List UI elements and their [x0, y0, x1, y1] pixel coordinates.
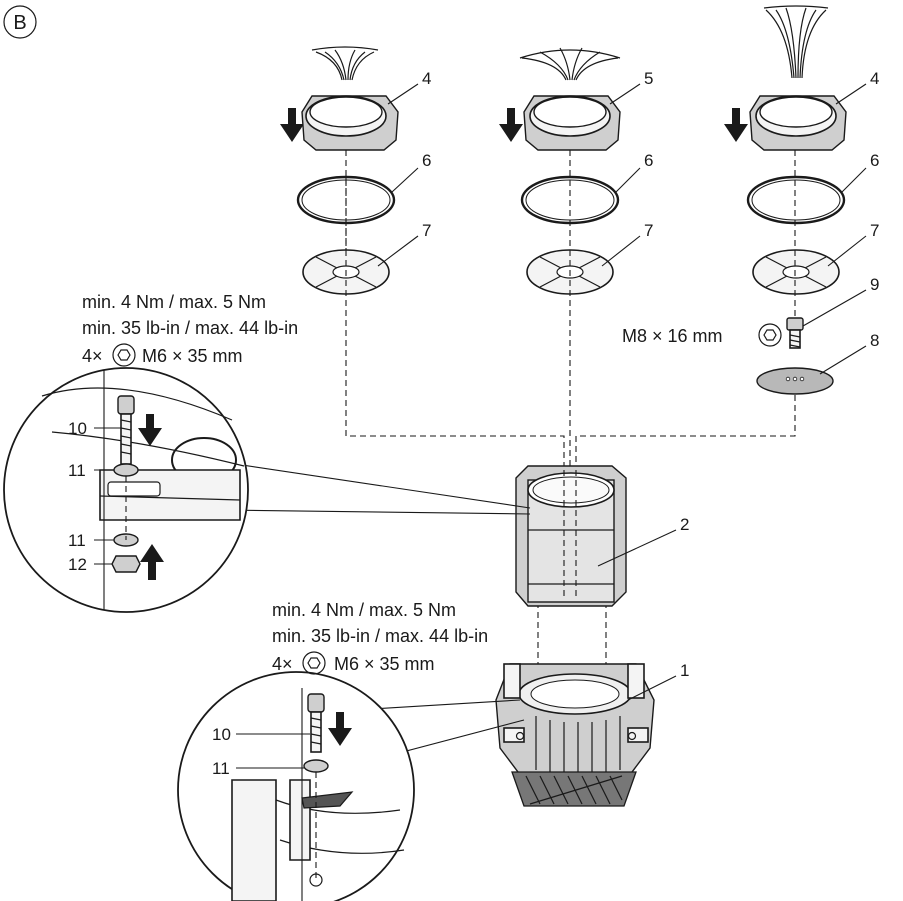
spec-torque-lbin: min. 35 lb-in / max. 44 lb-in — [272, 626, 488, 646]
callout-labels: 4 5 4 6 6 6 7 7 7 9 8 2 1 10 11 11 12 10… — [68, 69, 879, 778]
nozzle-ring-5 — [523, 95, 621, 151]
callout-10: 10 — [212, 725, 231, 744]
spec-screw-size: M6 × 35 mm — [334, 654, 435, 674]
callout-leaders — [94, 83, 867, 769]
o-ring-6-right — [746, 175, 846, 225]
callout-9: 9 — [870, 275, 879, 294]
callout-8: 8 — [870, 331, 879, 350]
spec-count: 4× — [272, 654, 293, 674]
cover-disc-8 — [756, 367, 834, 395]
callout-11: 11 — [212, 759, 230, 778]
spec-screw-9-size: M8 × 16 mm — [622, 326, 723, 346]
nozzle-ring-4-left — [301, 95, 399, 151]
torque-spec-upper: min. 4 Nm / max. 5 Nm min. 35 lb-in / ma… — [82, 292, 298, 367]
callout-7: 7 — [644, 221, 653, 240]
hex-socket-icon — [112, 343, 136, 367]
callout-6: 6 — [870, 151, 879, 170]
callout-6: 6 — [644, 151, 653, 170]
callout-12: 12 — [68, 555, 87, 574]
callout-4: 4 — [870, 69, 879, 88]
screw-9 — [786, 317, 804, 349]
hex-socket-icon — [302, 651, 326, 675]
spec-screw-size: M6 × 35 mm — [142, 346, 243, 366]
spray-pattern-right — [763, 5, 829, 79]
detail-view-lower — [177, 671, 525, 901]
callout-6: 6 — [422, 151, 431, 170]
arrow-down-icon — [280, 108, 304, 142]
strainer-disc-7-right — [752, 249, 840, 295]
hex-socket-icon — [758, 323, 782, 347]
nozzle-housing-2 — [515, 465, 627, 607]
pump-base-1 — [495, 663, 655, 807]
callout-10: 10 — [68, 419, 87, 438]
spec-count: 4× — [82, 346, 103, 366]
arrow-down-icon — [724, 108, 748, 142]
torque-spec-lower: min. 4 Nm / max. 5 Nm min. 35 lb-in / ma… — [272, 600, 488, 675]
screw-9-spec: M8 × 16 mm — [622, 323, 782, 347]
nozzle-ring-4-right — [749, 95, 847, 151]
spec-torque-nm: min. 4 Nm / max. 5 Nm — [82, 292, 266, 312]
callout-2: 2 — [680, 515, 689, 534]
callout-7: 7 — [870, 221, 879, 240]
spec-torque-nm: min. 4 Nm / max. 5 Nm — [272, 600, 456, 620]
spray-pattern-left — [311, 46, 379, 81]
callout-1: 1 — [680, 661, 689, 680]
figure-label: B — [3, 5, 37, 39]
spray-pattern-middle — [519, 47, 621, 81]
callout-11: 11 — [68, 531, 86, 550]
callout-7: 7 — [422, 221, 431, 240]
detail-view-upper — [3, 367, 531, 613]
callout-11: 11 — [68, 461, 86, 480]
arrow-down-icon — [499, 108, 523, 142]
spec-torque-lbin: min. 35 lb-in / max. 44 lb-in — [82, 318, 298, 338]
callout-5: 5 — [644, 69, 653, 88]
svg-text:B: B — [13, 12, 26, 34]
callout-4: 4 — [422, 69, 431, 88]
